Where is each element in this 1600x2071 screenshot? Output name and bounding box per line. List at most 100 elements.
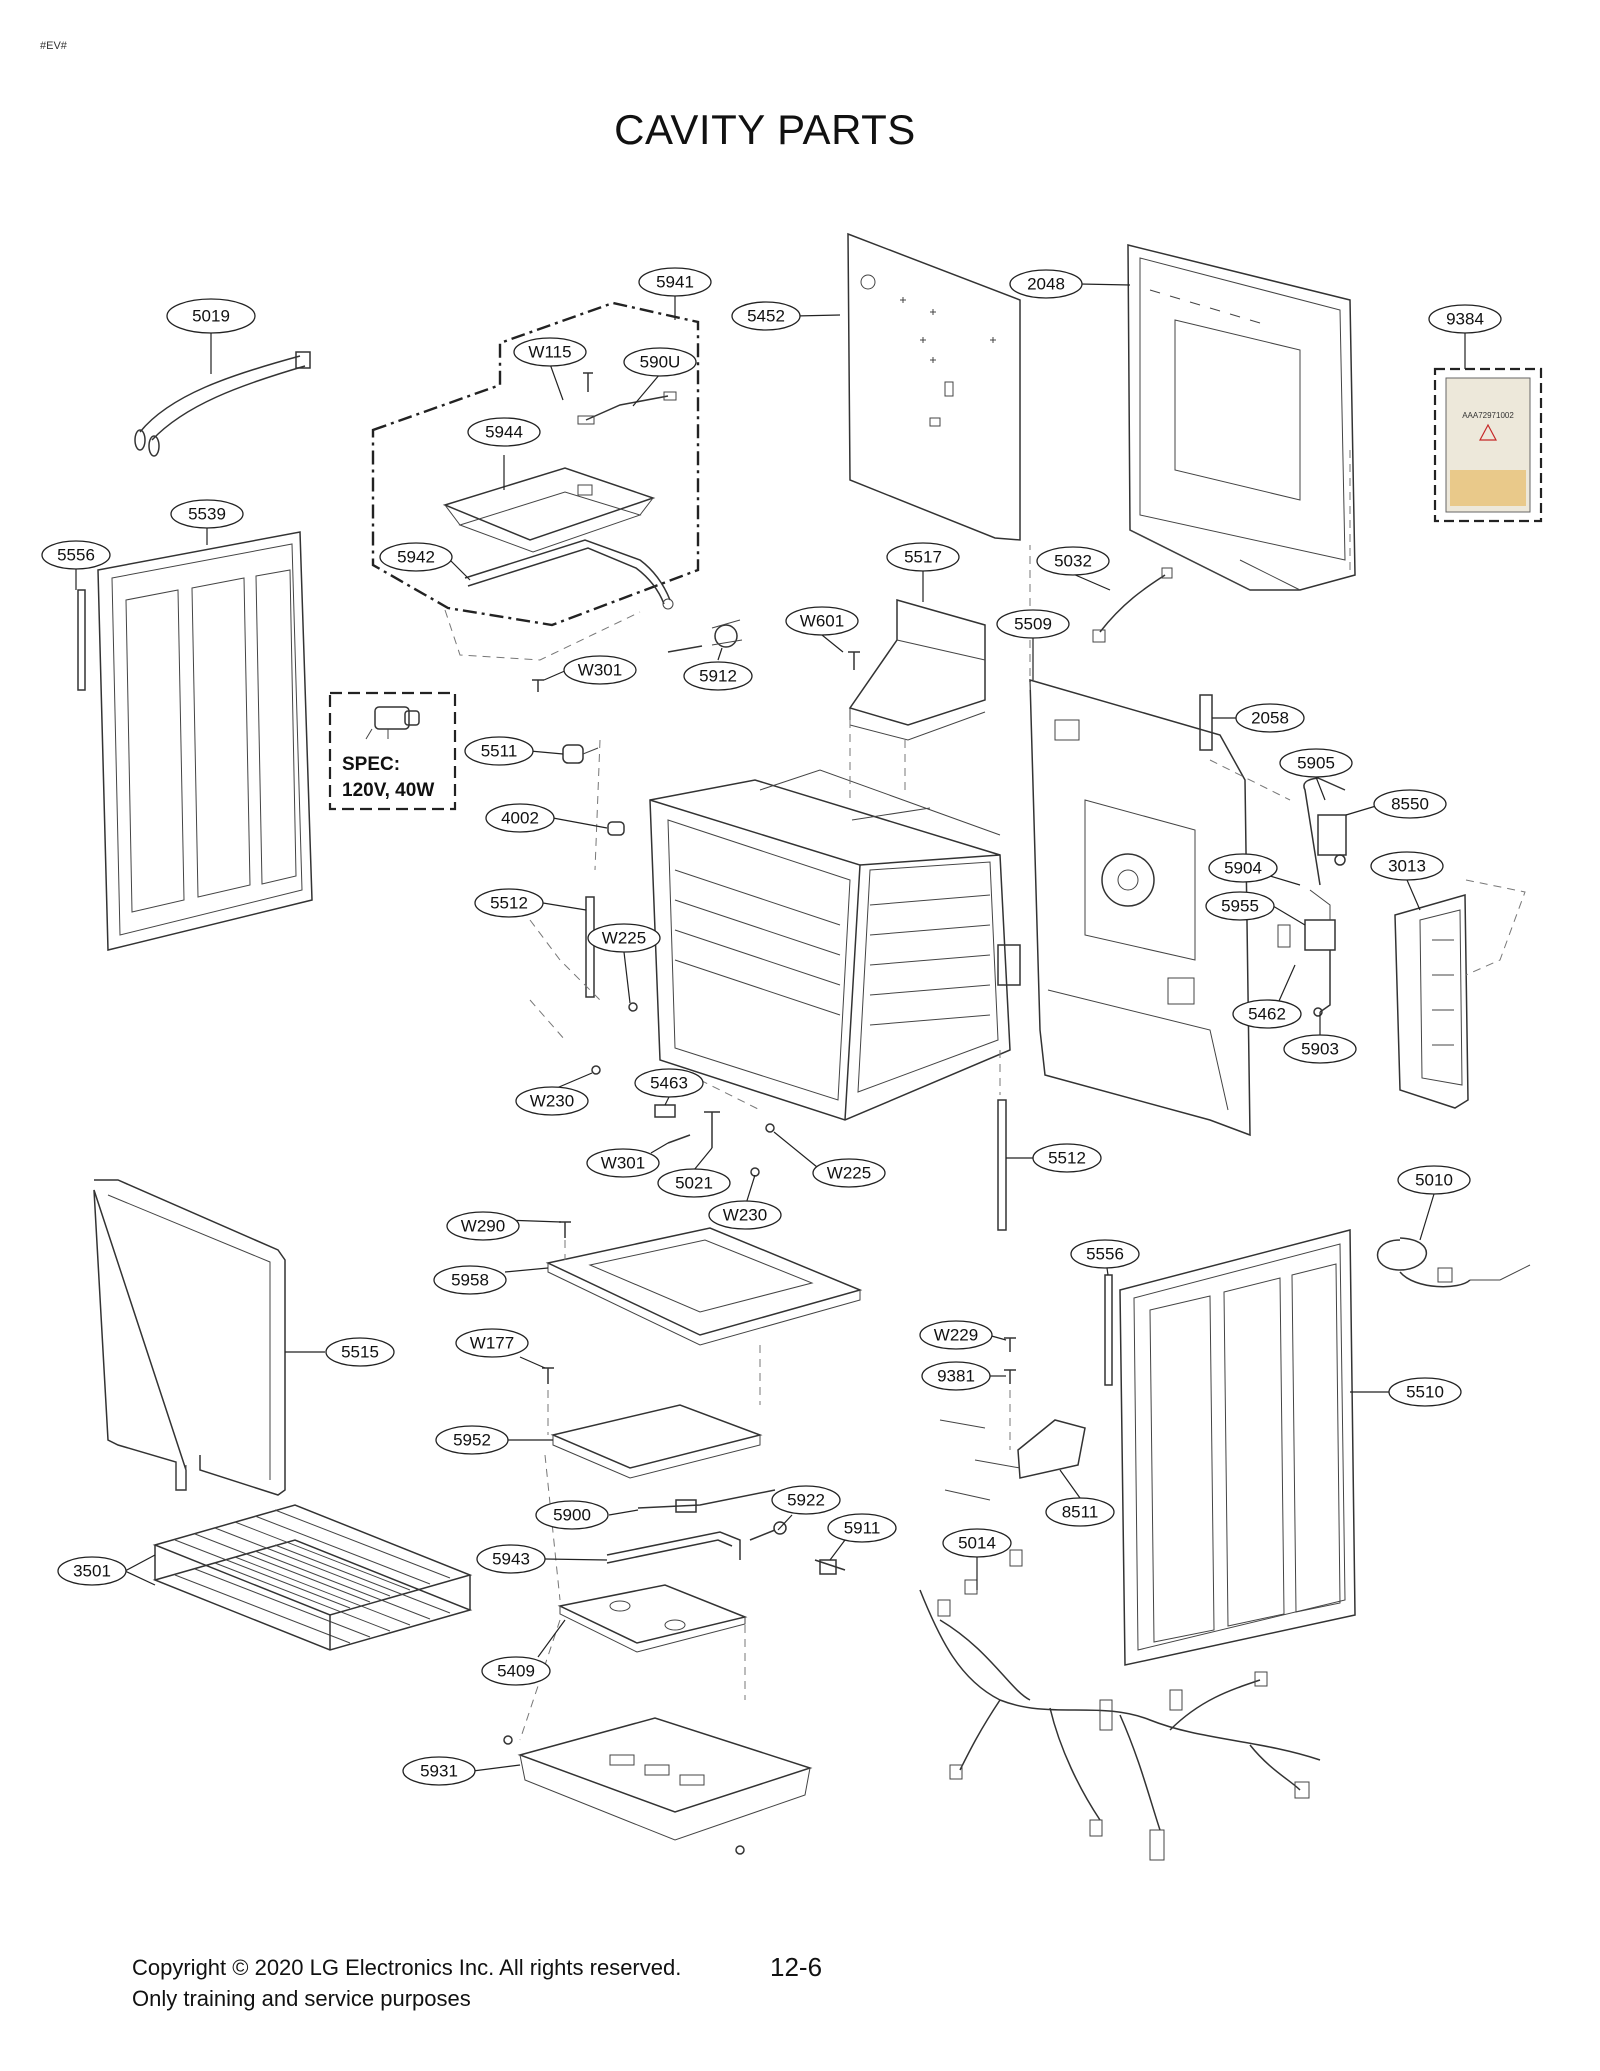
callout-label: 590U [640, 353, 681, 372]
callout-label: 5512 [490, 894, 528, 913]
rack-support-5512-right-drawing [997, 1099, 1007, 1231]
callout-label: 5019 [192, 307, 230, 326]
callout-label: 5556 [1086, 1245, 1124, 1264]
screw-w225-lower-drawing [765, 1123, 775, 1133]
callout-label: W229 [934, 1326, 978, 1345]
callout-label: 5941 [656, 273, 694, 292]
rack-support-5512-left-drawing [585, 896, 595, 998]
callout-label: 5517 [904, 548, 942, 567]
callout-w290: W290 [446, 1211, 520, 1241]
callout-label: W115 [528, 343, 571, 362]
callout-label: 5911 [844, 1519, 881, 1538]
callout-label: W177 [470, 1334, 514, 1353]
callout-label: 5510 [1406, 1383, 1444, 1402]
lamp-socket-icon [365, 706, 420, 740]
callout-5912: 5912 [683, 661, 753, 691]
callout-label: W290 [461, 1217, 505, 1236]
callout-5452: 5452 [731, 301, 801, 331]
callout-label: 5904 [1224, 859, 1262, 878]
callout-label: 5944 [485, 423, 523, 442]
screw-w290-drawing [559, 1221, 571, 1238]
callout-590u: 590U [623, 347, 697, 377]
callout-4002: 4002 [485, 803, 555, 833]
callout-label: 9384 [1446, 310, 1484, 329]
screw-w601-drawing [848, 651, 860, 670]
callout-5952: 5952 [435, 1425, 509, 1455]
footer-copyright-block: Copyright © 2020 LG Electronics Inc. All… [132, 1952, 681, 2014]
callout-w301-lower: W301 [586, 1148, 660, 1178]
purpose-text: Only training and service purposes [132, 1986, 471, 2011]
callout-5032: 5032 [1036, 546, 1110, 576]
callout-label: W601 [800, 612, 844, 631]
oven-cavity-drawing [649, 769, 1021, 1121]
screw-w230-upper-drawing [591, 1065, 601, 1075]
callout-5512-right: 5512 [1032, 1143, 1102, 1173]
callout-w225-upper: W225 [587, 923, 661, 953]
screw-w301-top-drawing [532, 679, 544, 692]
callout-w601: W601 [785, 606, 859, 636]
callout-5942: 5942 [379, 542, 453, 572]
bracket-8511-drawing [939, 1419, 1086, 1501]
callout-5021: 5021 [657, 1168, 731, 1198]
callout-label: 5903 [1301, 1040, 1339, 1059]
callout-9384: 9384 [1428, 304, 1502, 334]
bracket-3013-drawing [1394, 879, 1526, 1109]
callout-5958: 5958 [433, 1265, 507, 1295]
callout-5409: 5409 [481, 1656, 551, 1686]
page-title: CAVITY PARTS [614, 106, 916, 153]
alignment-guides [444, 450, 1351, 1741]
cover-5952-drawing [550, 1404, 763, 1479]
callout-label: 5010 [1415, 1171, 1453, 1190]
callout-5512-left: 5512 [474, 888, 544, 918]
broil-assembly-5941-boundary [371, 301, 700, 627]
strip-5556-left-drawing [77, 589, 86, 691]
callout-label: 8550 [1391, 795, 1429, 814]
callout-5510: 5510 [1388, 1377, 1462, 1407]
callout-5010: 5010 [1397, 1165, 1471, 1195]
callout-label: 5942 [397, 548, 435, 567]
callout-3501: 3501 [57, 1556, 127, 1586]
callout-5556-right: 5556 [1070, 1239, 1140, 1269]
callout-2048: 2048 [1009, 269, 1083, 299]
callout-label: W301 [601, 1154, 645, 1173]
screw-w115-drawing [583, 372, 593, 392]
callout-label: 8511 [1062, 1503, 1099, 1522]
callout-label: 5512 [1048, 1149, 1086, 1168]
callout-5900: 5900 [535, 1500, 609, 1530]
callout-5556-left: 5556 [41, 540, 111, 570]
plate-5409-drawing [557, 1584, 748, 1653]
callout-label: 5958 [451, 1271, 489, 1290]
callout-label: 2058 [1251, 709, 1289, 728]
spec-box: SPEC: 120V, 40W [328, 691, 457, 811]
wire-5032-drawing [1092, 567, 1173, 643]
lamp-5511-drawing [562, 744, 599, 764]
callout-label: 5905 [1297, 754, 1335, 773]
callout-label: 2048 [1027, 275, 1065, 294]
callout-w115: W115 [513, 337, 587, 367]
callout-label: 5452 [747, 307, 785, 326]
callout-label: 5032 [1054, 552, 1092, 571]
callout-label: 5943 [492, 1550, 530, 1569]
callout-5511: 5511 [464, 736, 534, 766]
label-sticker-code: AAA72971002 [1462, 411, 1514, 420]
callout-label: 5539 [188, 505, 226, 524]
callout-w230-lower: W230 [708, 1200, 782, 1230]
callout-5955: 5955 [1205, 891, 1275, 921]
callout-3013: 3013 [1370, 851, 1444, 881]
callout-label: 5515 [341, 1343, 379, 1362]
element-5900-drawing [637, 1489, 776, 1513]
callout-5019: 5019 [166, 298, 256, 334]
callout-5539: 5539 [170, 499, 244, 529]
callout-5903: 5903 [1283, 1034, 1357, 1064]
callout-label: 3013 [1388, 857, 1426, 876]
callout-5922: 5922 [771, 1485, 841, 1515]
callout-w230-upper: W230 [515, 1086, 589, 1116]
callout-w177: W177 [455, 1328, 529, 1358]
callout-5911: 5911 [827, 1513, 897, 1543]
callout-w225-lower: W225 [812, 1158, 886, 1188]
callout-5943: 5943 [476, 1544, 546, 1574]
sensor-5911-drawing [814, 1559, 846, 1575]
back-cover-2048-drawing [1127, 244, 1356, 591]
bake-element-5943-drawing [606, 1531, 741, 1564]
